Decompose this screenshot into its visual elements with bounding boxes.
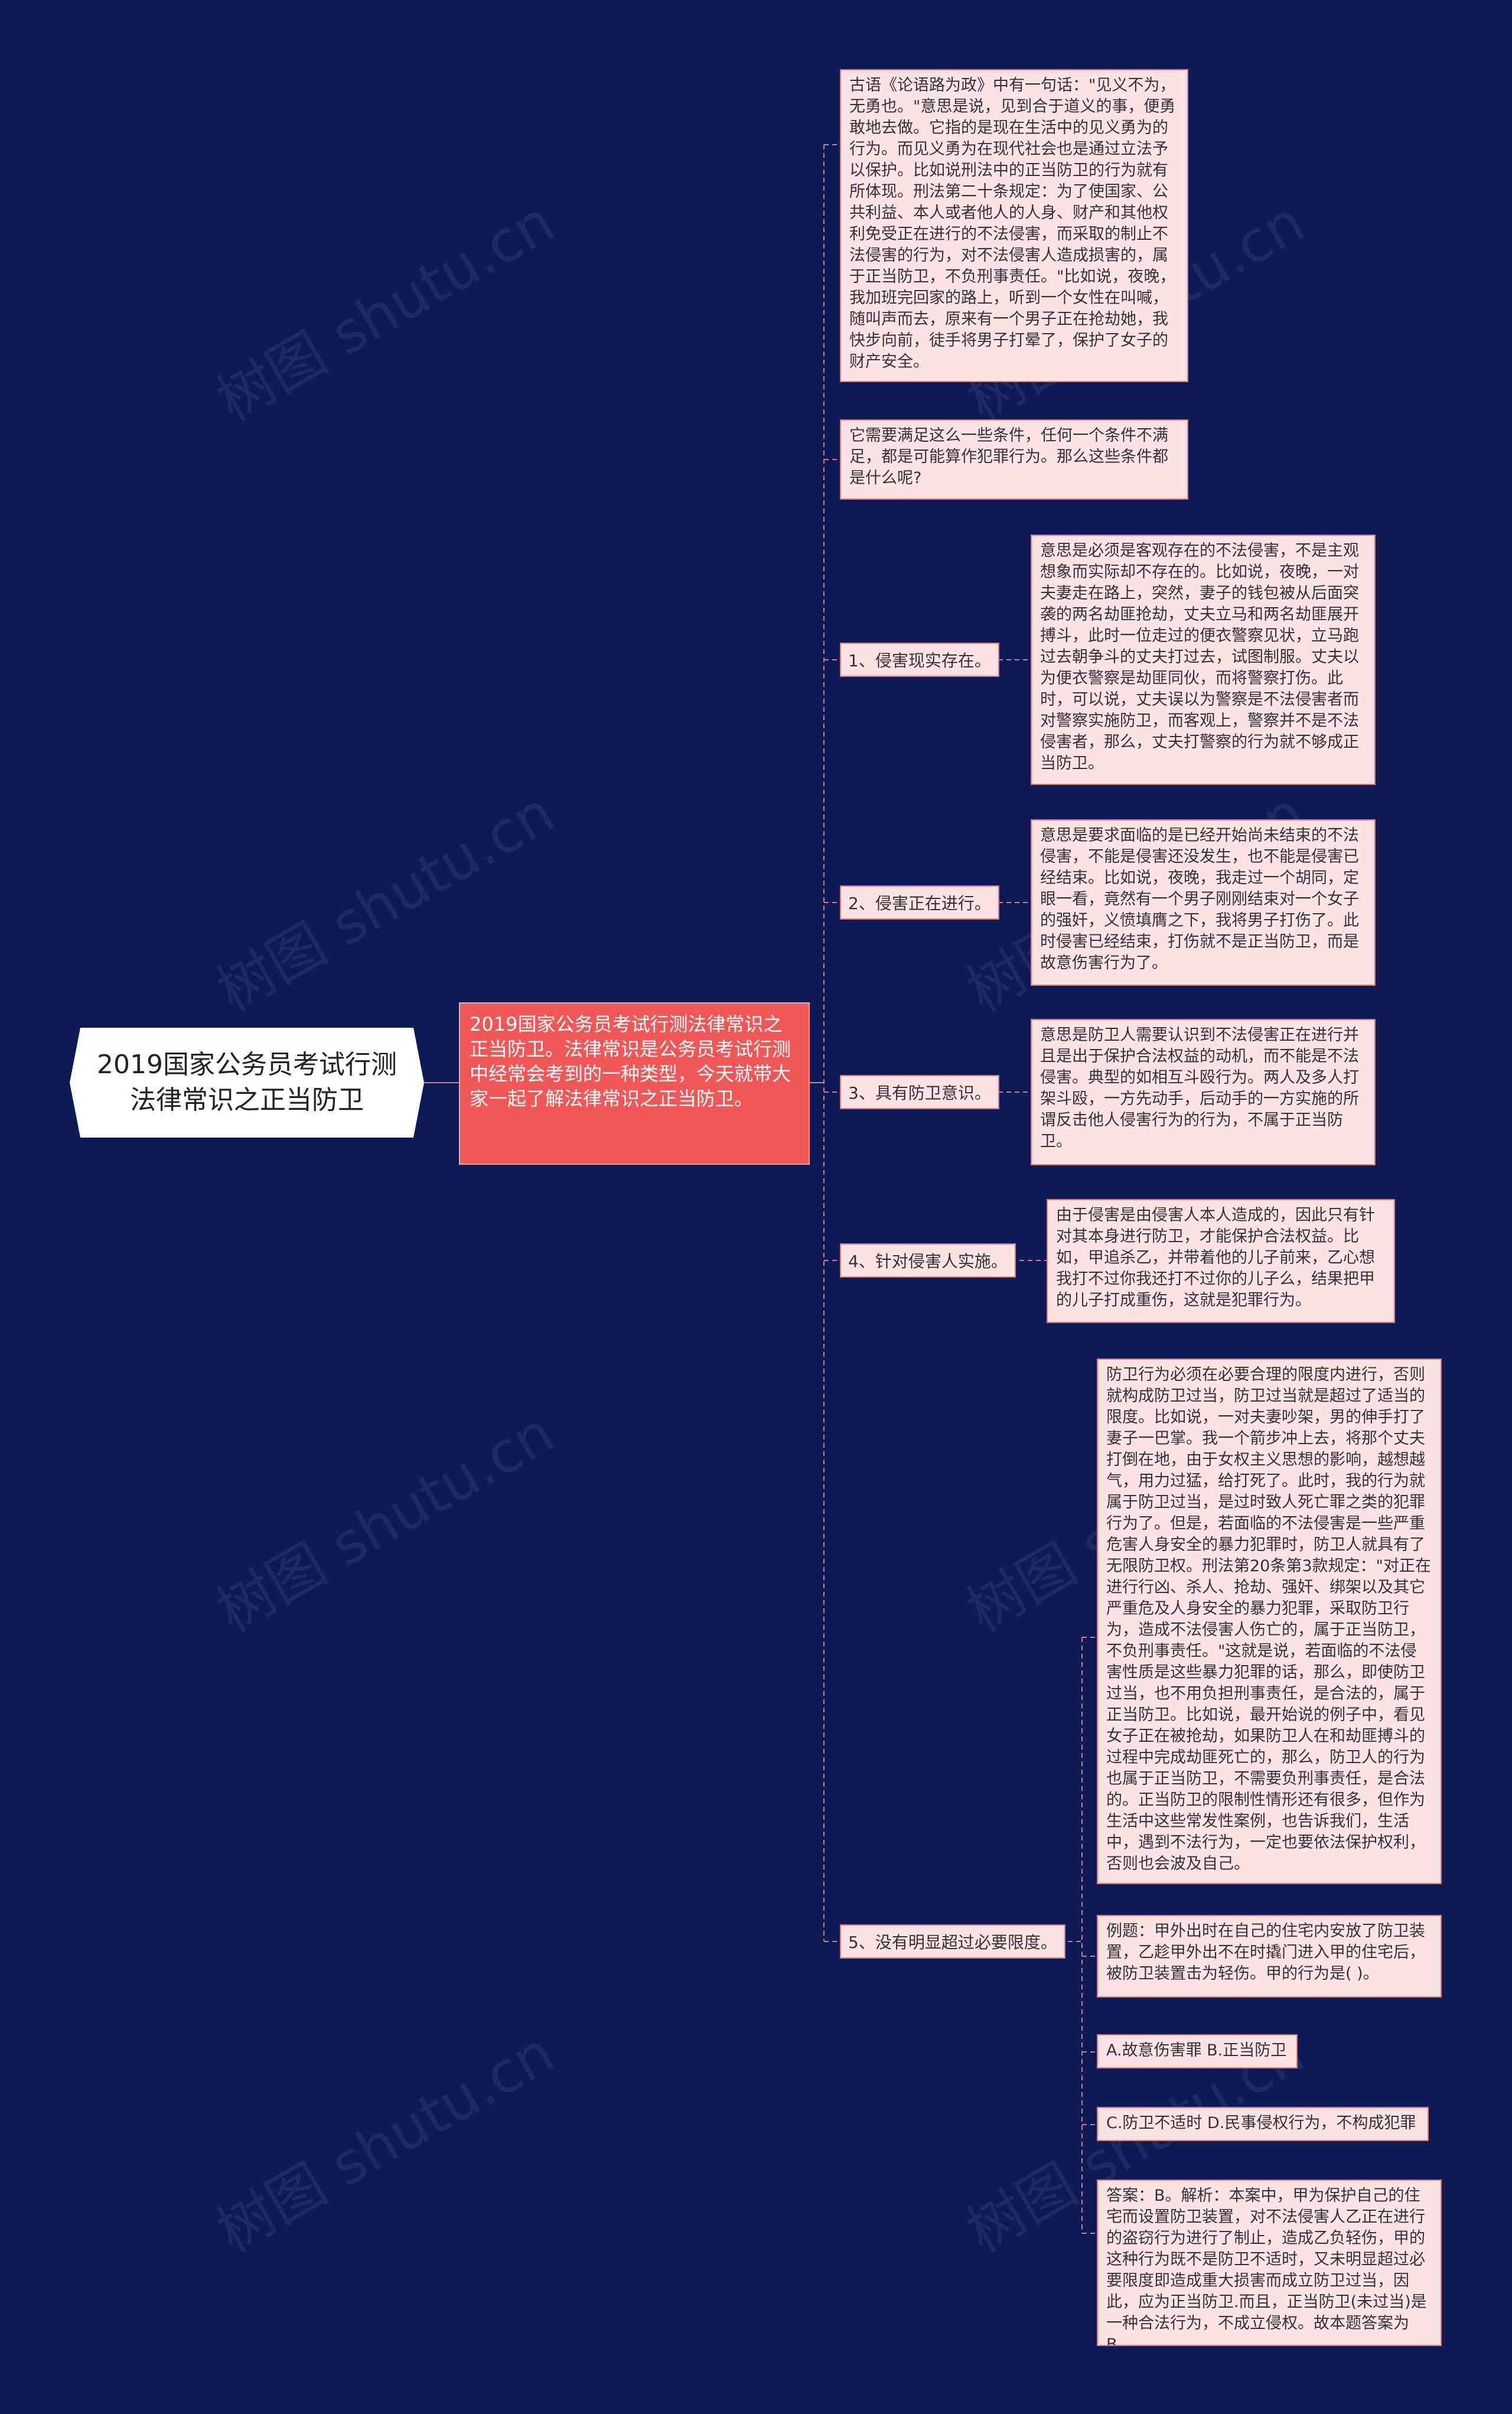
option-text: A.故意伤害罪 B.正当防卫 bbox=[1106, 2041, 1287, 2060]
branch-2-detail[interactable]: 意思是要求面临的是已经开始尚未结束的不法侵害，不能是侵害还没发生，也不能是侵害已… bbox=[1031, 819, 1376, 986]
detail-text: 由于侵害是由侵害人本人造成的，因此只有针对其本身进行防卫，才能保护合法权益。比如… bbox=[1056, 1206, 1375, 1309]
branch-1[interactable]: 1、侵害现实存在。 bbox=[840, 643, 999, 677]
intro-note-1[interactable]: 古语《论语路为政》中有一句话："见义不为，无勇也。"意思是说，见到合于道义的事，… bbox=[840, 69, 1188, 382]
branch-5-detail[interactable]: 防卫行为必须在必要合理的限度内进行，否则就构成防卫过当，防卫过当就是超过了适当的… bbox=[1097, 1359, 1442, 1884]
detail-text: 防卫行为必须在必要合理的限度内进行，否则就构成防卫过当，防卫过当就是超过了适当的… bbox=[1106, 1366, 1431, 1873]
branch-label: 5、没有明显超过必要限度。 bbox=[848, 1933, 1057, 1952]
branch-3[interactable]: 3、具有防卫意识。 bbox=[840, 1075, 999, 1109]
branch-label: 1、侵害现实存在。 bbox=[848, 651, 991, 670]
detail-text: 意思是防卫人需要认识到不法侵害正在进行并且是出于保护合法权益的动机，而不能是不法… bbox=[1040, 1026, 1359, 1151]
root-node[interactable]: 2019国家公务员考试行测法律常识之正当防卫 bbox=[70, 1028, 424, 1138]
detail-text: 意思是要求面临的是已经开始尚未结束的不法侵害，不能是侵害还没发生，也不能是侵害已… bbox=[1040, 826, 1359, 972]
branch-4[interactable]: 4、针对侵害人实施。 bbox=[840, 1243, 1016, 1278]
root-title: 2019国家公务员考试行测法律常识之正当防卫 bbox=[97, 1050, 397, 1115]
branch-1-detail[interactable]: 意思是必须是客观存在的不法侵害，不是主观想象而实际却不存在的。比如说，夜晚，一对… bbox=[1031, 535, 1376, 785]
branch-label: 3、具有防卫意识。 bbox=[848, 1083, 991, 1103]
answer-text: 答案：B。解析：本案中，甲为保护自己的住宅而设置防卫装置，对不法侵害人乙正在进行… bbox=[1106, 2187, 1427, 2346]
detail-text: 意思是必须是客观存在的不法侵害，不是主观想象而实际却不存在的。比如说，夜晚，一对… bbox=[1040, 542, 1359, 773]
intro-note-text: 古语《论语路为政》中有一句话："见义不为，无勇也。"意思是说，见到合于道义的事，… bbox=[849, 76, 1176, 371]
branch-5-option-cd[interactable]: C.防卫不适时 D.民事侵权行为，不构成犯罪 bbox=[1097, 2107, 1429, 2141]
example-text: 例题：甲外出时在自己的住宅内安放了防卫装置，乙趁甲外出不在时撬门进入甲的住宅后，… bbox=[1106, 1922, 1425, 1983]
branch-label: 2、侵害正在进行。 bbox=[848, 894, 991, 913]
hub-text: 2019国家公务员考试行测法律常识之正当防卫。法律常识是公务员考试行测中经常会考… bbox=[470, 1013, 791, 1110]
hub-node[interactable]: 2019国家公务员考试行测法律常识之正当防卫。法律常识是公务员考试行测中经常会考… bbox=[459, 1002, 810, 1165]
branch-3-detail[interactable]: 意思是防卫人需要认识到不法侵害正在进行并且是出于保护合法权益的动机，而不能是不法… bbox=[1031, 1019, 1376, 1165]
branch-label: 4、针对侵害人实施。 bbox=[848, 1252, 1008, 1271]
branch-5-option-ab[interactable]: A.故意伤害罪 B.正当防卫 bbox=[1097, 2034, 1298, 2068]
intro-note-text: 它需要满足这么一些条件，任何一个条件不满足，都是可能算作犯罪行为。那么这些条件都… bbox=[849, 426, 1168, 487]
branch-5[interactable]: 5、没有明显超过必要限度。 bbox=[840, 1924, 1065, 1959]
branch-2[interactable]: 2、侵害正在进行。 bbox=[840, 885, 999, 920]
branch-5-answer[interactable]: 答案：B。解析：本案中，甲为保护自己的住宅而设置防卫装置，对不法侵害人乙正在进行… bbox=[1097, 2180, 1442, 2346]
intro-note-2[interactable]: 它需要满足这么一些条件，任何一个条件不满足，都是可能算作犯罪行为。那么这些条件都… bbox=[840, 419, 1188, 500]
branch-5-example[interactable]: 例题：甲外出时在自己的住宅内安放了防卫装置，乙趁甲外出不在时撬门进入甲的住宅后，… bbox=[1097, 1915, 1442, 1998]
option-text: C.防卫不适时 D.民事侵权行为，不构成犯罪 bbox=[1106, 2114, 1416, 2132]
branch-4-detail[interactable]: 由于侵害是由侵害人本人造成的，因此只有针对其本身进行防卫，才能保护合法权益。比如… bbox=[1047, 1199, 1395, 1323]
